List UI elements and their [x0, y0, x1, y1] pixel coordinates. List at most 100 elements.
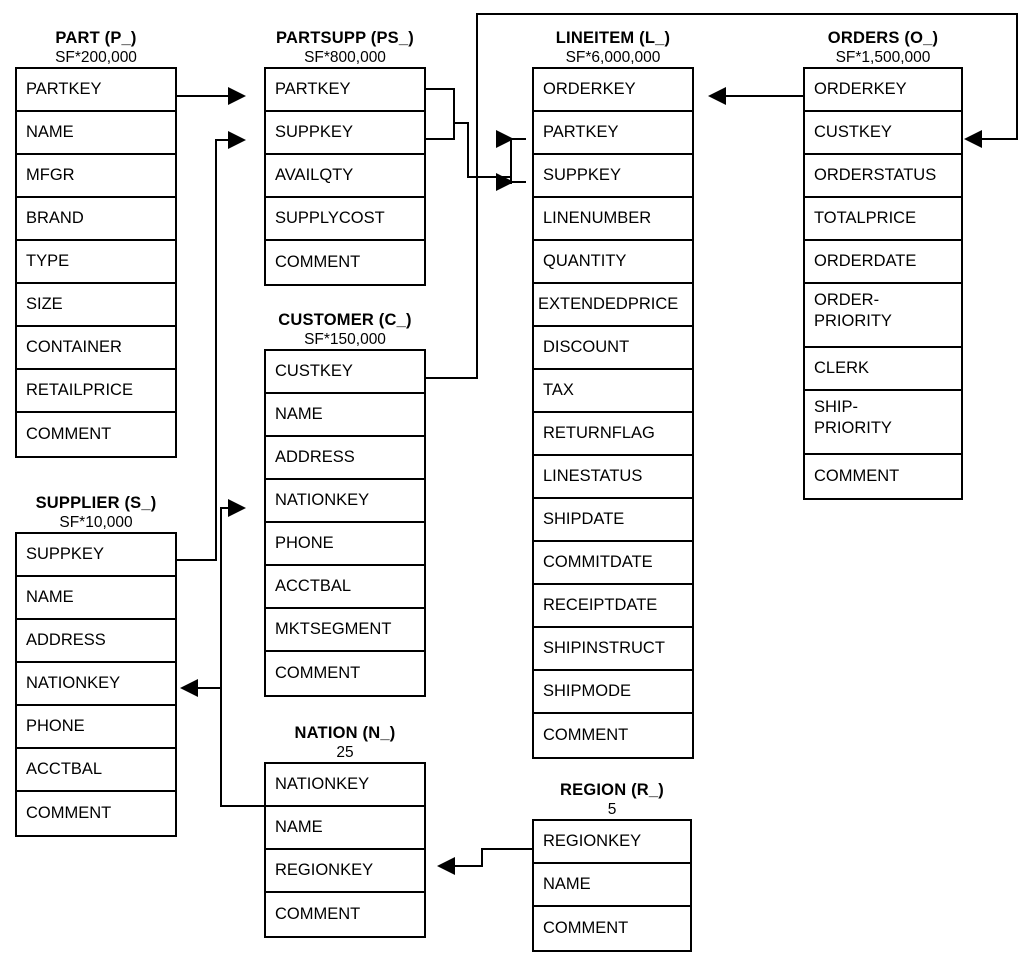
column-cell: PHONE: [266, 523, 424, 566]
connector-partsupp-bus-jog2: [467, 122, 470, 178]
connector-nation-riser: [220, 507, 223, 807]
entity-region-title: REGION (R_): [560, 781, 664, 799]
entity-supplier-title: SUPPLIER (S_): [35, 494, 157, 512]
column-cell: BRAND: [17, 198, 175, 241]
connector-partsupp-bus-jog1: [453, 122, 469, 125]
arrowhead-partsupp-partkey: [228, 87, 246, 105]
entity-nation-title: NATION (N_): [294, 724, 396, 742]
column-cell: ACCTBAL: [266, 566, 424, 609]
connector-lineitem-split-vert: [510, 138, 513, 184]
entity-customer-title: CUSTOMER (C_): [278, 311, 412, 329]
connector-lineitem-partkey-in: [510, 138, 526, 141]
column-cell: PARTKEY: [17, 69, 175, 112]
connector-nation-to-customer: [220, 507, 231, 510]
column-cell: COMMENT: [275, 664, 361, 682]
connector-lineitem-suppkey-in: [510, 181, 526, 184]
connector-region-jog: [481, 848, 484, 867]
entity-lineitem-title: LINEITEM (L_): [555, 29, 671, 47]
column-cell: ORDER-PRIORITY: [805, 284, 961, 348]
column-cell: QUANTITY: [534, 241, 692, 284]
column-cell: SHIP-PRIORITY: [805, 391, 961, 455]
column-cell: ORDERKEY: [805, 69, 961, 112]
column-cell: SUPPKEY: [266, 112, 424, 155]
column-cell: PARTKEY: [534, 112, 692, 155]
column-cell: PHONE: [17, 706, 175, 749]
column-cell: TOTALPRICE: [805, 198, 961, 241]
arrowhead-lineitem-partkey: [496, 130, 514, 148]
column-cell: ORDERKEY: [534, 69, 692, 112]
entity-region: REGION (R_) 5 REGIONKEY NAME COMMENT: [532, 780, 692, 952]
column-cell: COMMITDATE: [534, 542, 692, 585]
entity-region-cardinality: 5: [607, 801, 617, 818]
column-cell: MFGR: [17, 155, 175, 198]
entity-nation: NATION (N_) 25 NATIONKEY NAME REGIONKEY …: [264, 723, 426, 938]
arrowhead-customer-nationkey: [228, 499, 246, 517]
column-cell: PARTKEY: [266, 69, 424, 112]
connector-supplier-to-partsupp-seg1: [177, 559, 217, 562]
entity-nation-cardinality: 25: [336, 744, 354, 761]
entity-partsupp-cardinality: SF*800,000: [304, 49, 386, 66]
entity-orders-cardinality: SF*1,500,000: [835, 49, 931, 66]
connector-customer-custkey-out: [426, 377, 478, 380]
entity-partsupp-columns: PARTKEY SUPPKEY AVAILQTY SUPPLYCOST COMM…: [264, 67, 426, 286]
entity-part-cardinality: SF*200,000: [55, 49, 137, 66]
column-cell: COMMENT: [275, 905, 361, 923]
connector-partsupp-bus-vert: [453, 138, 456, 141]
column-cell: SHIPMODE: [534, 671, 692, 714]
entity-orders-title: ORDERS (O_): [827, 29, 939, 47]
entity-nation-columns: NATIONKEY NAME REGIONKEY COMMENT: [264, 762, 426, 938]
column-cell: NAME: [534, 864, 690, 907]
column-cell: TYPE: [17, 241, 175, 284]
column-cell: NATIONKEY: [266, 480, 424, 523]
column-cell: AVAILQTY: [266, 155, 424, 198]
connector-partsupp-bus-jog3: [467, 176, 512, 179]
connector-nation-nationkey-out: [222, 805, 266, 808]
entity-lineitem: LINEITEM (L_) SF*6,000,000 ORDERKEY PART…: [532, 28, 694, 759]
connector-orders-custkey-in: [982, 138, 1018, 141]
column-cell: RETAILPRICE: [17, 370, 175, 413]
connector-orders-to-lineitem: [726, 95, 804, 98]
entity-part-columns: PARTKEY NAME MFGR BRAND TYPE SIZE CONTAI…: [15, 67, 177, 458]
entity-supplier: SUPPLIER (S_) SF*10,000 SUPPKEY NAME ADD…: [15, 493, 177, 837]
connector-supplier-to-partsupp-seg2: [215, 139, 218, 561]
column-cell: SUPPLYCOST: [266, 198, 424, 241]
entity-supplier-cardinality: SF*10,000: [59, 514, 133, 531]
entity-customer-columns: CUSTKEY NAME ADDRESS NATIONKEY PHONE ACC…: [264, 349, 426, 697]
entity-lineitem-columns: ORDERKEY PARTKEY SUPPKEY LINENUMBER QUAN…: [532, 67, 694, 759]
column-cell: CUSTKEY: [805, 112, 961, 155]
entity-orders: ORDERS (O_) SF*1,500,000 ORDERKEY CUSTKE…: [803, 28, 963, 500]
column-cell: ADDRESS: [266, 437, 424, 480]
arrowhead-lineitem-orderkey: [708, 87, 726, 105]
column-cell: EXTENDEDPRICE: [534, 284, 692, 327]
column-cell: SIZE: [17, 284, 175, 327]
column-cell: LINENUMBER: [534, 198, 692, 241]
connector-partsupp-partkey-down: [453, 88, 456, 140]
column-cell: RETURNFLAG: [534, 413, 692, 456]
column-cell: COMMENT: [275, 253, 361, 271]
entity-partsupp-title: PARTSUPP (PS_): [276, 29, 414, 47]
column-cell: TAX: [534, 370, 692, 413]
connector-partsupp-partkey-out: [426, 88, 455, 91]
connector-customer-custkey-riser: [476, 13, 479, 379]
connector-region-regionkey-out: [483, 848, 533, 851]
connector-nation-to-supplier: [198, 687, 222, 690]
column-cell: NAME: [17, 112, 175, 155]
arrowhead-nation-regionkey: [437, 857, 455, 875]
arrowhead-lineitem-suppkey: [496, 173, 514, 191]
entity-lineitem-cardinality: SF*6,000,000: [565, 49, 661, 66]
entity-customer-cardinality: SF*150,000: [304, 331, 386, 348]
column-cell: ACCTBAL: [17, 749, 175, 792]
column-cell: ORDERDATE: [805, 241, 961, 284]
column-cell: SUPPKEY: [17, 534, 175, 577]
column-cell: RECEIPTDATE: [534, 585, 692, 628]
column-cell: NATIONKEY: [17, 663, 175, 706]
column-cell: COMMENT: [26, 804, 112, 822]
column-cell: NATIONKEY: [266, 764, 424, 807]
column-cell: CONTAINER: [17, 327, 175, 370]
column-cell: NAME: [266, 394, 424, 437]
entity-supplier-columns: SUPPKEY NAME ADDRESS NATIONKEY PHONE ACC…: [15, 532, 177, 837]
column-cell: CLERK: [805, 348, 961, 391]
column-cell: SHIPDATE: [534, 499, 692, 542]
entity-customer: CUSTOMER (C_) SF*150,000 CUSTKEY NAME AD…: [264, 310, 426, 697]
